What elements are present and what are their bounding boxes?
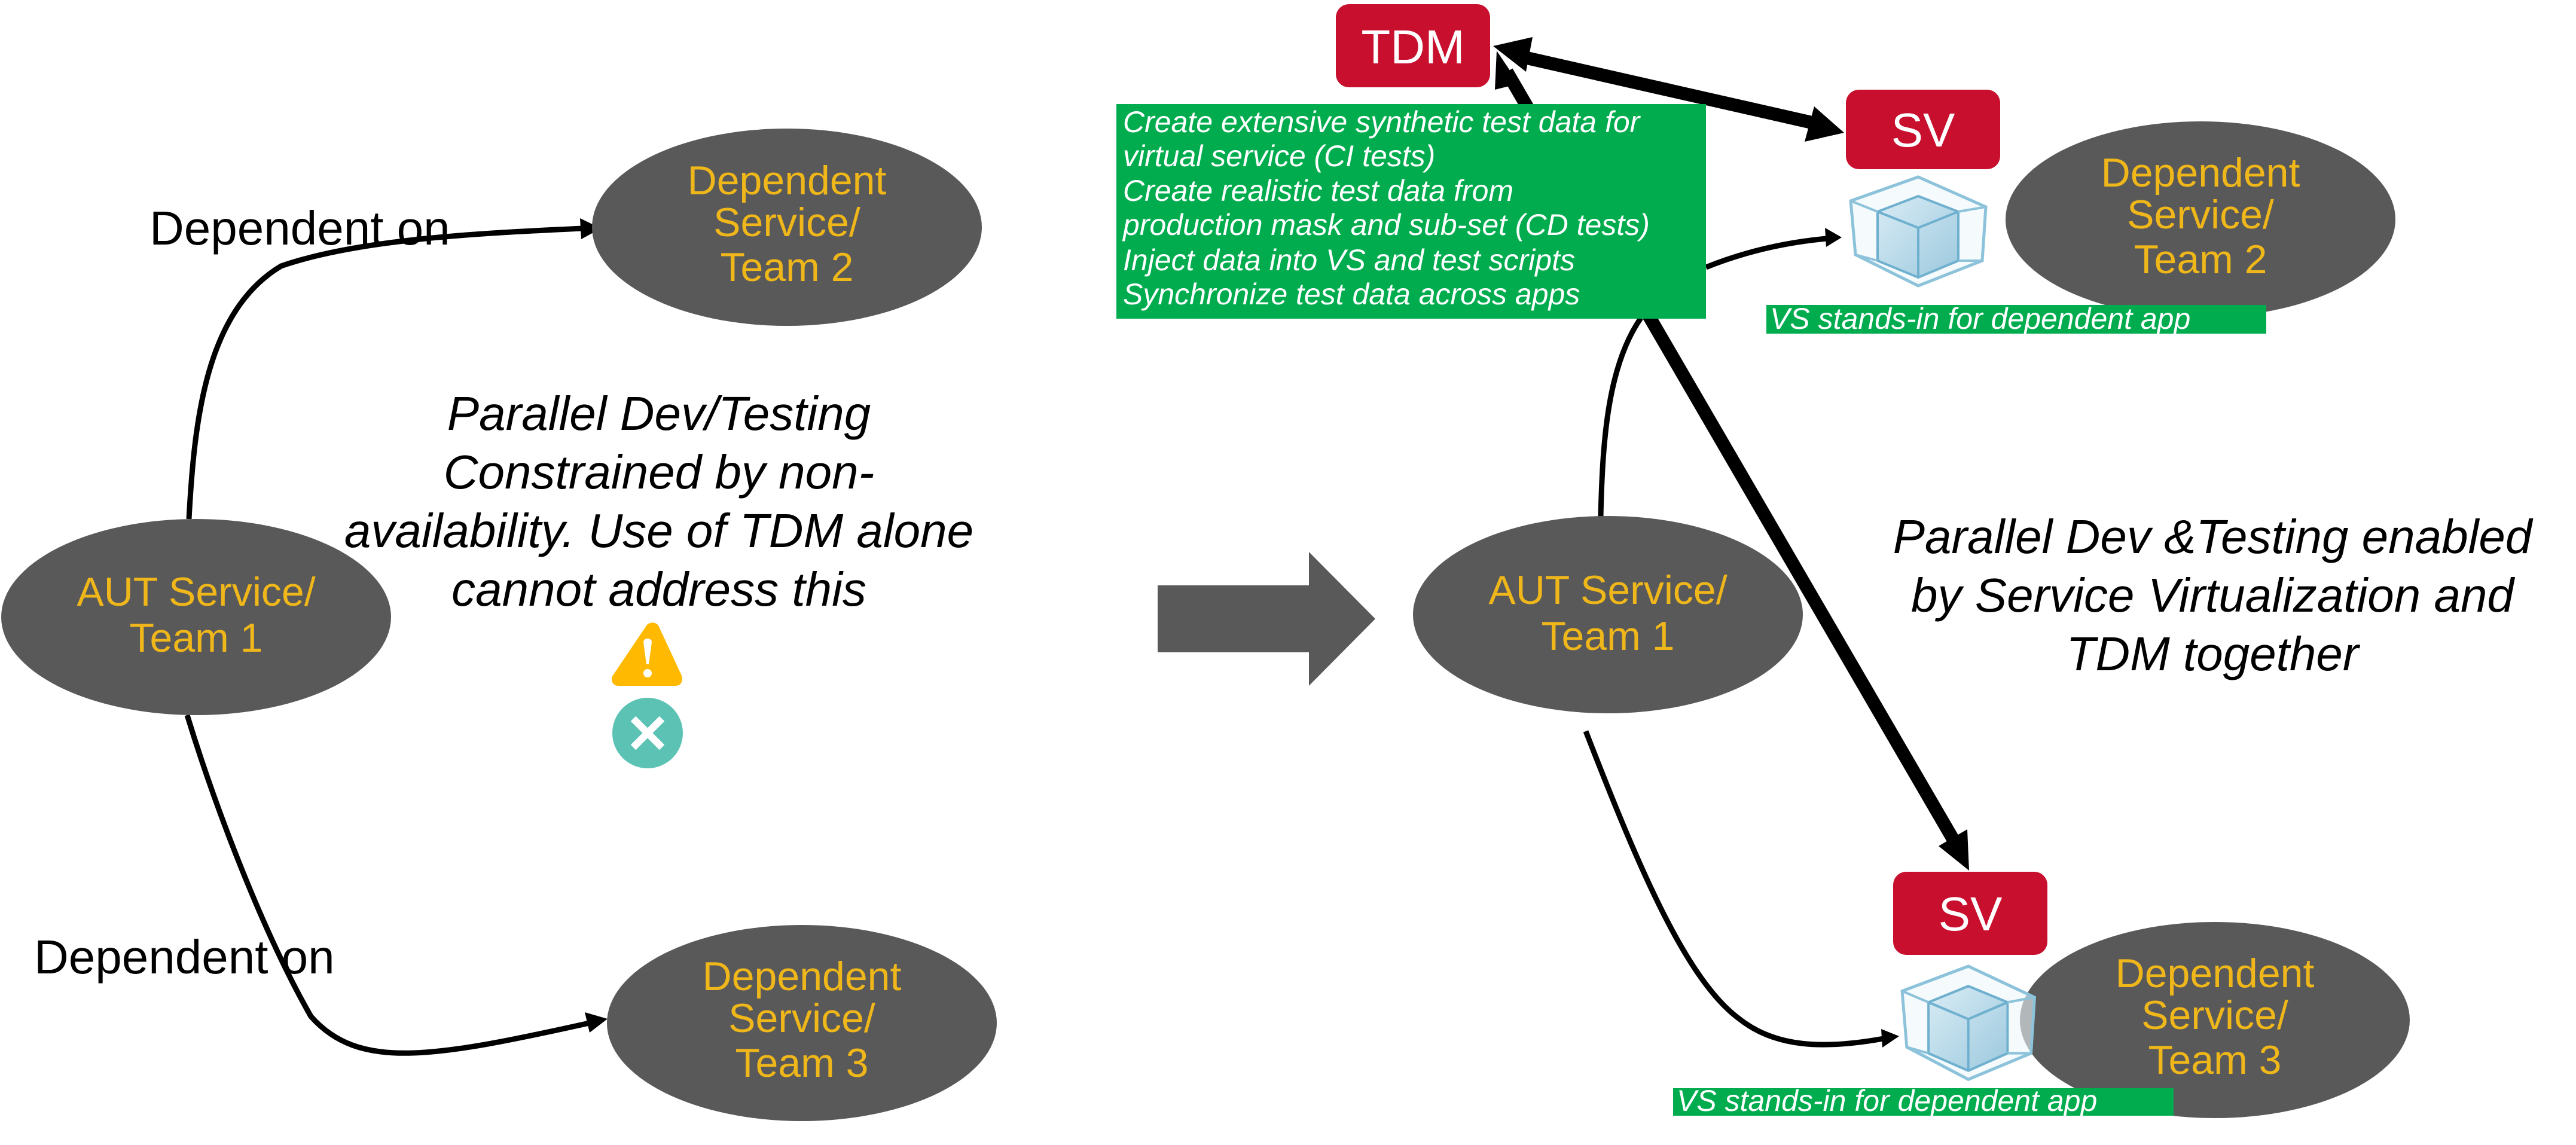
right-caption-line1: Parallel Dev &Testing enabled	[1893, 510, 2534, 563]
dep3-line3: Team 3	[735, 1040, 869, 1086]
dependent-node-team2-left[interactable]: Dependent Service/ Team 2	[592, 129, 982, 326]
arrowhead-sv-top	[1805, 106, 1844, 142]
arrowhead-team3	[585, 1012, 608, 1033]
dep2-line1: Dependent	[688, 158, 887, 203]
right-caption-line2: by Service Virtualization and	[1911, 569, 2515, 622]
arrowhead-vs3	[1881, 1029, 1899, 1048]
right-caption: Parallel Dev &Testing enabled by Service…	[1893, 510, 2534, 680]
arrowhead-tdm-bottom	[1495, 51, 1519, 90]
tdm-callout-line2: virtual service (CI tests)	[1123, 139, 1435, 173]
tdm-badge[interactable]: TDM	[1336, 4, 1490, 87]
dep2-line2: Service/	[713, 200, 860, 245]
sv-badge-bottom[interactable]: SV	[1893, 872, 2047, 955]
right-panel: TDM Create extensive synthetic test data…	[1116, 4, 2534, 1118]
vs-note-bottom: VS stands-in for dependent app	[1673, 1084, 2174, 1117]
sv-badge-top[interactable]: SV	[1846, 90, 2000, 169]
dep3r-line2: Service/	[2141, 993, 2288, 1038]
sv-badge-bottom-label: SV	[1939, 887, 2003, 941]
dependent-node-team2-right[interactable]: Dependent Service/ Team 2	[2006, 121, 2395, 317]
edge-label-top: Dependent on	[149, 201, 450, 255]
dep2-line3: Team 2	[721, 245, 854, 290]
dep3r-line3: Team 3	[2148, 1037, 2282, 1083]
aut-node-line1: AUT Service/	[77, 569, 315, 615]
left-caption-line1: Parallel Dev/Testing	[447, 387, 871, 440]
error-x-icon	[612, 698, 683, 768]
left-caption-line3: availability. Use of TDM alone	[344, 504, 973, 557]
dep2r-line2: Service/	[2127, 192, 2274, 237]
edge-tdm-sv-top	[1520, 50, 1814, 129]
arrowhead-vs2	[1825, 228, 1842, 247]
dependent-node-team3-right[interactable]: Dependent Service/ Team 3	[2020, 922, 2410, 1118]
virtual-service-cube-icon	[1900, 964, 2037, 1082]
dependent-node-team3-left[interactable]: Dependent Service/ Team 3	[607, 925, 997, 1121]
sv-badge-top-label: SV	[1891, 103, 1955, 157]
transition-arrow-icon	[1158, 552, 1375, 686]
left-caption: Parallel Dev/Testing Constrained by non-…	[344, 387, 973, 616]
arrowhead-tdm	[1493, 37, 1533, 72]
dep3-line2: Service/	[728, 996, 875, 1041]
edge-aut-to-team3	[184, 714, 593, 1056]
aut-r-line1: AUT Service/	[1488, 567, 1727, 613]
tdm-callout-line1: Create extensive synthetic test data for	[1123, 105, 1641, 139]
tdm-callout-line4: production mask and sub-set (CD tests)	[1122, 208, 1650, 242]
vs-note-top: VS stands-in for dependent app	[1766, 302, 2266, 335]
aut-r-line2: Team 1	[1542, 613, 1675, 659]
left-caption-line2: Constrained by non-	[444, 445, 874, 499]
warning-icon	[612, 622, 682, 686]
vs-note-top-text: VS stands-in for dependent app	[1770, 302, 2190, 335]
dep3r-line1: Dependent	[2116, 951, 2315, 996]
aut-node-left[interactable]: AUT Service/ Team 1	[1, 519, 391, 715]
right-caption-line3: TDM together	[2066, 627, 2360, 680]
dep3-line1: Dependent	[703, 954, 902, 999]
dep2r-line3: Team 2	[2134, 237, 2267, 282]
tdm-callout-line5: Inject data into VS and test scripts	[1123, 243, 1575, 277]
edge-aut-to-team2	[186, 225, 584, 520]
edge-callout-to-vs2	[1705, 236, 1827, 270]
left-panel: AUT Service/ Team 1 Dependent Service/ T…	[1, 129, 997, 1121]
edge-aut-to-callout	[1598, 316, 1643, 517]
edge-aut-to-vs3	[1583, 730, 1884, 1048]
aut-node-right[interactable]: AUT Service/ Team 1	[1413, 516, 1803, 713]
left-caption-line4: cannot address this	[451, 563, 866, 616]
tdm-callout-line6: Synchronize test data across apps	[1123, 277, 1580, 311]
arrowhead-team2	[580, 218, 601, 239]
tdm-callout-line3: Create realistic test data from	[1123, 174, 1513, 207]
virtual-service-cube-icon	[1849, 175, 1988, 288]
arrowhead-sv-bottom	[1939, 829, 1969, 871]
dep2r-line1: Dependent	[2101, 150, 2300, 196]
vs-note-bottom-text: VS stands-in for dependent app	[1677, 1084, 2097, 1117]
tdm-callout: Create extensive synthetic test data for…	[1116, 104, 1706, 319]
aut-node-line2: Team 1	[130, 615, 263, 661]
edge-label-bottom: Dependent on	[34, 930, 335, 984]
tdm-badge-label: TDM	[1361, 20, 1464, 74]
